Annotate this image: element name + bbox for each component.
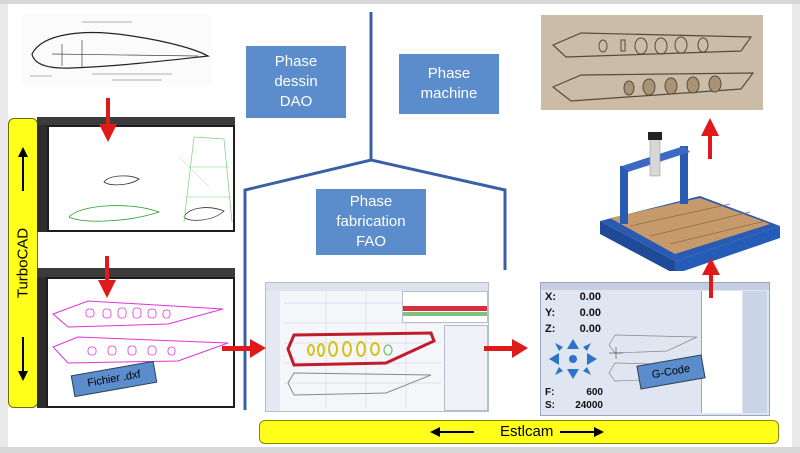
cam-table-row-selected: [403, 306, 487, 311]
speed-label: S:: [545, 400, 555, 411]
control-titlebar: [541, 283, 769, 290]
feed-label: F:: [545, 387, 555, 398]
axis-x-label: X:: [545, 291, 556, 303]
axis-y-label: Y:: [545, 307, 556, 319]
estlcam-cam-screenshot: [265, 282, 489, 412]
control-speed-row: S: 24000: [543, 400, 603, 412]
turbocad-left-tools: [37, 125, 47, 232]
arrow-machine-to-parts: [701, 118, 719, 159]
wing-section-drawing: [22, 14, 212, 86]
turbocad-arrows: [18, 147, 28, 381]
turbocad-screenshot: [37, 117, 235, 232]
phase-dessin-label: Phase dessin DAO: [274, 53, 318, 110]
control-feed-row: F: 600: [543, 387, 603, 399]
phase-machine-label: Phase machine: [420, 65, 478, 102]
phase-machine-box: Phase machine: [399, 54, 499, 114]
turbocad-canvas: [49, 127, 233, 230]
turbocad-bar: TurboCAD: [8, 118, 38, 408]
jog-arrows-pad[interactable]: [543, 333, 603, 385]
arrow-drawing-to-cad: [99, 98, 117, 142]
plywood-cutouts: [541, 15, 763, 110]
speed-value: 24000: [575, 400, 603, 411]
axis-z-label: Z:: [545, 323, 556, 335]
control-readout: X: 0.00 Y: 0.00 Z: 0.00: [543, 291, 603, 343]
estlcam-label: Estlcam: [500, 423, 554, 440]
arrow-cad-to-dxf: [98, 256, 116, 298]
dxf-toolbar: [37, 268, 235, 277]
dxf-wing-outlines: [52, 300, 229, 364]
arrow-dxf-to-cam: [222, 339, 266, 358]
axis-y-value: 0.00: [579, 307, 601, 319]
axis-z-value: 0.00: [579, 323, 601, 335]
feed-value: 600: [586, 387, 603, 398]
top-border: [0, 0, 800, 4]
bottom-border: [0, 447, 800, 453]
arrow-control-to-machine: [702, 258, 720, 298]
arrow-cam-to-control: [484, 339, 528, 358]
cam-table-row-alt: [403, 312, 487, 316]
phase-fabrication-label: Phase fabrication FAO: [336, 193, 406, 250]
turbocad-drawing: [68, 136, 233, 223]
cam-tool-table: [402, 291, 488, 323]
phase-dessin-box: Phase dessin DAO: [246, 46, 346, 118]
wing-section-sketch: [30, 21, 210, 81]
cam-canvas: [284, 293, 441, 408]
axis-x-value: 0.00: [579, 291, 601, 303]
estlcam-bar: Estlcam: [259, 420, 779, 444]
cam-titlebar: [266, 283, 488, 291]
cnc-machine-illustration: [600, 132, 780, 271]
estlcam-control-screenshot: X: 0.00 Y: 0.00 Z: 0.00 F: 600 S: 24000: [540, 282, 770, 416]
cam-left-tools: [266, 291, 280, 411]
control-side-buttons: [743, 291, 767, 413]
phase-fabrication-box: Phase fabrication FAO: [316, 189, 426, 255]
cut-plywood-photo: [541, 15, 763, 110]
turbocad-toolbar: [37, 117, 235, 125]
gcode-listing: [701, 291, 742, 413]
cam-settings-panel: [444, 325, 488, 411]
estlcam-arrows: [430, 427, 604, 437]
dxf-left-tools: [37, 277, 46, 408]
